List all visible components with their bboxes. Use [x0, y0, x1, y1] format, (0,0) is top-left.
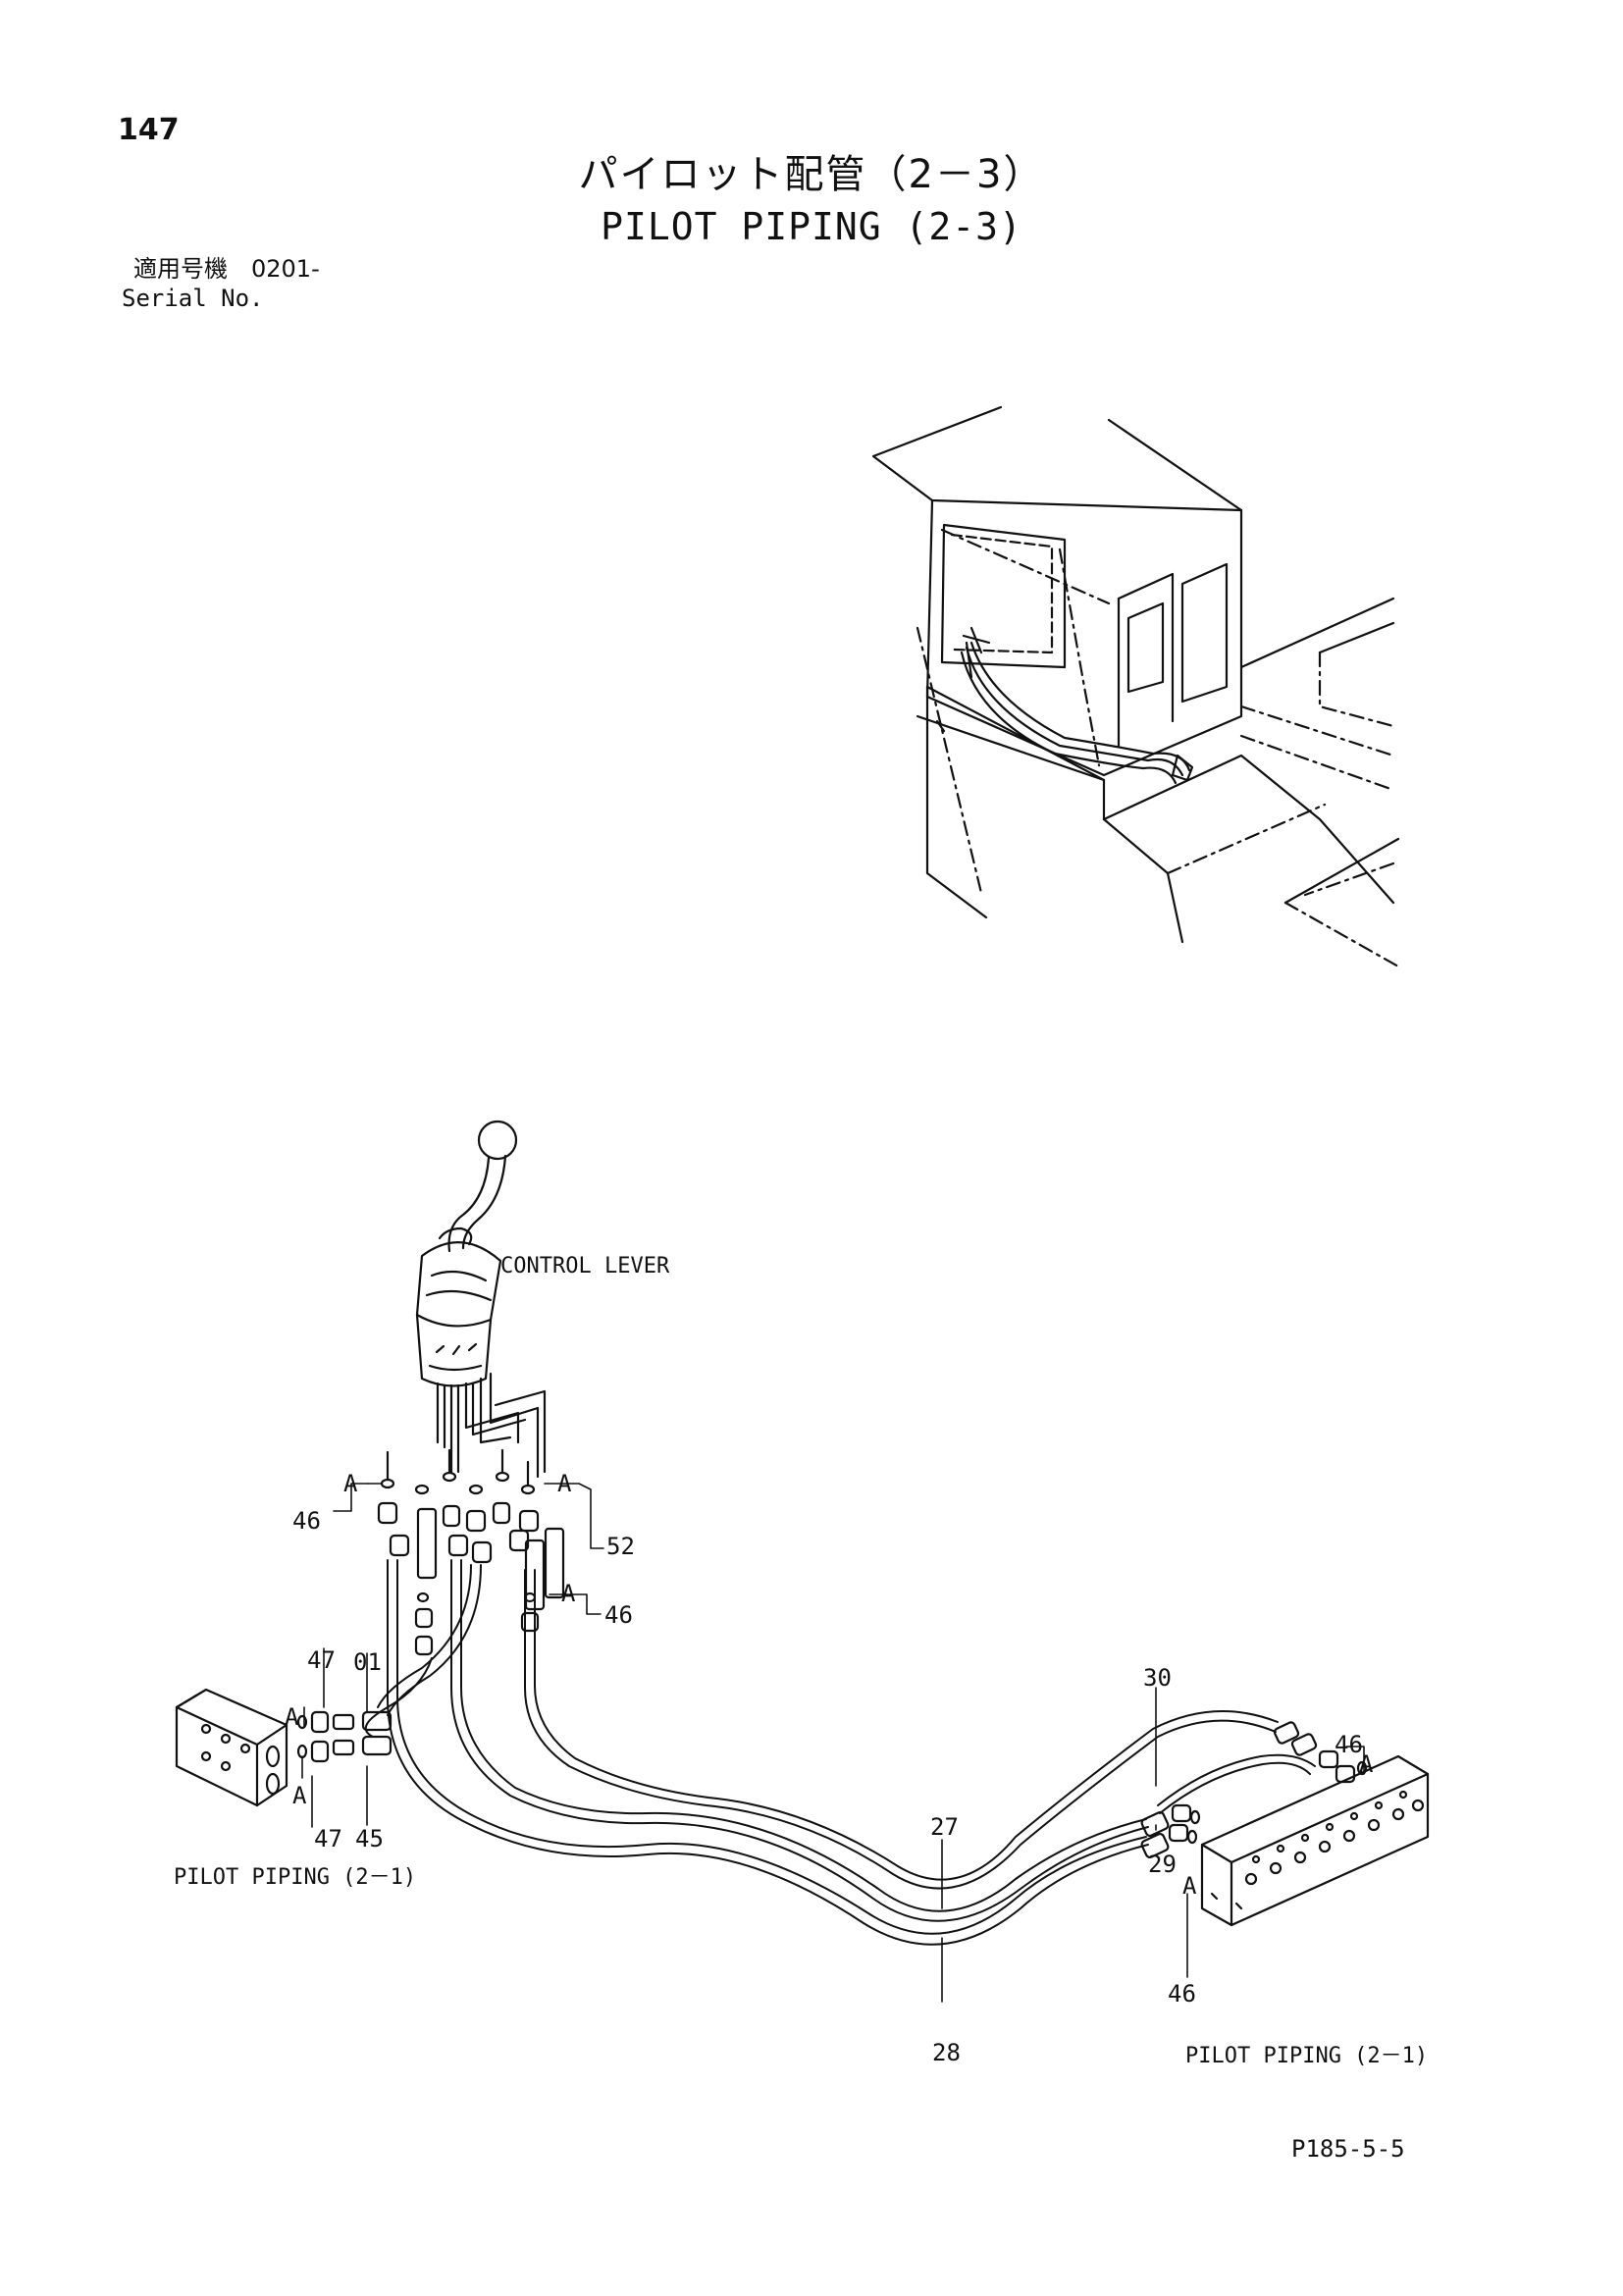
leader-lines: [301, 1483, 1365, 2003]
callout-30: 30: [1143, 1664, 1172, 1692]
serial-label-japanese: 適用号機 0201-: [133, 255, 320, 283]
title-japanese: パイロット配管（2－3）: [578, 152, 1045, 197]
ref-a-label: A: [561, 1580, 576, 1607]
callout-27: 27: [930, 1813, 959, 1841]
callout-29: 29: [1148, 1851, 1177, 1878]
drawing-code: P185-5-5: [1291, 2135, 1405, 2163]
callout-52: 52: [606, 1533, 635, 1560]
page-number: 147: [118, 113, 180, 147]
callout-01: 01: [353, 1648, 382, 1676]
right-pilot-block: [1200, 1754, 1430, 1927]
callout-46: 46: [604, 1601, 633, 1629]
serial-label-english: Serial No.: [122, 285, 264, 312]
left-fittings: [296, 1710, 393, 1763]
labels: CONTROL LEVER PILOT PIPING (2－1) PILOT P…: [174, 1254, 1428, 2068]
ref-a-label: A: [285, 1703, 299, 1731]
callout-46: 46: [292, 1507, 321, 1535]
ref-a-label: A: [292, 1782, 307, 1809]
callout-28: 28: [932, 2039, 961, 2066]
control-lever-drawing: [415, 1120, 547, 1479]
ref-a-label: A: [1359, 1750, 1374, 1778]
cab-location-view: [871, 405, 1400, 968]
callout-45: 45: [355, 1825, 384, 1852]
washers-top: [380, 1448, 536, 1495]
ref-a-label: A: [557, 1470, 572, 1497]
pilot-piping-left-label: PILOT PIPING (2－1): [174, 1865, 416, 1890]
callout-46: 46: [1168, 1980, 1196, 2008]
callout-47: 47: [314, 1825, 342, 1852]
title-english: PILOT PIPING (2-3): [601, 205, 1022, 248]
hoses: [364, 1559, 1316, 1946]
callout-47: 47: [307, 1646, 336, 1674]
callout-46: 46: [1335, 1731, 1363, 1758]
ref-a-label: A: [343, 1470, 358, 1497]
left-pilot-block: [175, 1688, 288, 1807]
pilot-piping-right-label: PILOT PIPING (2－1): [1185, 2044, 1428, 2068]
ref-a-label: A: [1182, 1872, 1197, 1900]
right-fittings: [1140, 1721, 1368, 1859]
control-lever-label: CONTROL LEVER: [500, 1254, 670, 1278]
